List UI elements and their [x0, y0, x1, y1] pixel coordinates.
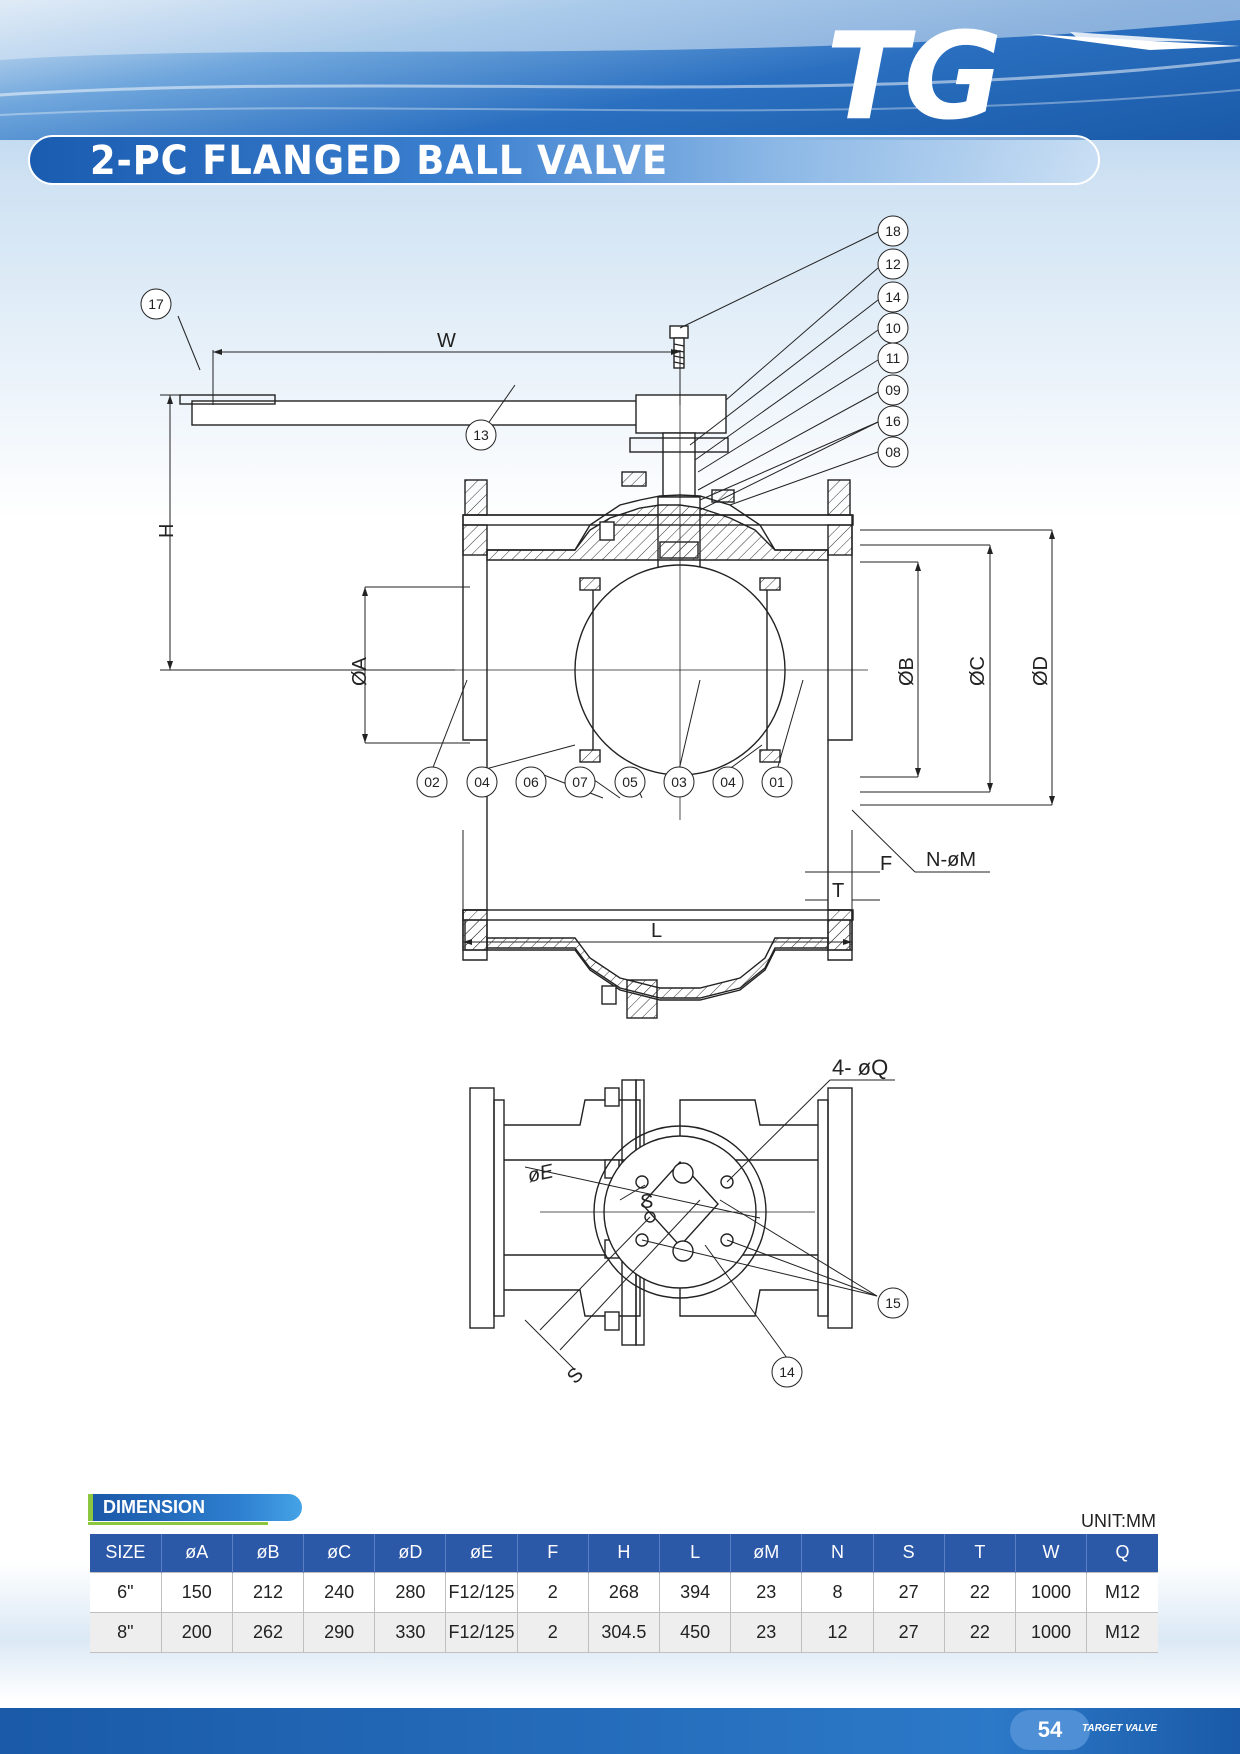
dimension-underline [88, 1522, 268, 1525]
footer-brand: TARGET VALVE [1082, 1723, 1158, 1734]
part-11: 11 [886, 350, 901, 366]
page-number-pill [1010, 1710, 1090, 1750]
part-18: 18 [885, 223, 901, 239]
dim-c: ØC [967, 656, 989, 686]
col-n: N [801, 1534, 874, 1572]
table-cell: 304.5 [588, 1612, 661, 1653]
col-q: Q [1086, 1534, 1158, 1572]
title-banner [28, 135, 1100, 185]
table-cell: 22 [944, 1571, 1016, 1613]
col-f: F [517, 1534, 589, 1572]
table-cell: F12/125 [445, 1571, 518, 1613]
table-cell: F12/125 [445, 1612, 518, 1653]
col-s: S [873, 1534, 945, 1572]
table-cell: 6" [90, 1571, 162, 1613]
table-cell: 150 [161, 1571, 233, 1613]
bottom-view [469, 1079, 853, 1346]
part-03: 03 [671, 774, 687, 790]
part-09: 09 [885, 382, 901, 398]
table-cell: 8" [90, 1612, 162, 1653]
col-d: øD [374, 1534, 447, 1572]
table-cell: 280 [374, 1571, 447, 1613]
dim-a: ØA [349, 656, 371, 686]
col-m: øM [730, 1534, 803, 1572]
part-15: 15 [885, 1295, 901, 1311]
table-cell: 22 [944, 1612, 1016, 1653]
table-row: 8" 200 262 290 330 F12/125 2 304.5 450 2… [90, 1612, 1158, 1653]
table-cell: 330 [374, 1612, 447, 1653]
part-04a: 04 [474, 774, 490, 790]
table-cell: 200 [161, 1612, 233, 1653]
part-17: 17 [148, 296, 164, 312]
table-cell: M12 [1086, 1571, 1158, 1613]
valve-drawing: W H ØA ØB ØC ØD F T L N-øM 18 [140, 215, 1055, 1388]
dim-f: F [880, 853, 892, 875]
table-cell: 27 [873, 1612, 945, 1653]
part-12: 12 [885, 256, 901, 272]
table-cell: 2 [517, 1571, 589, 1613]
part-10: 10 [885, 320, 901, 336]
dim-t: T [832, 880, 844, 902]
unit-label: UNIT:MM [1081, 1511, 1156, 1531]
table-header-row: SIZE øA øB øC øD øE F H L øM N S T W Q [90, 1534, 1158, 1572]
lever-handle [191, 400, 658, 426]
dimension-table: SIZE øA øB øC øD øE F H L øM N S T W Q 6… [90, 1534, 1158, 1653]
part-13: 13 [473, 427, 489, 443]
table-cell: 27 [873, 1571, 945, 1613]
table-cell: 268 [588, 1571, 661, 1613]
table-cell: 12 [801, 1612, 874, 1653]
dim-q: 4- øQ [832, 1055, 888, 1080]
col-t: T [944, 1534, 1016, 1572]
dimension-tag: DIMENSION [88, 1494, 302, 1521]
dim-w: W [437, 330, 456, 352]
table-row: 6" 150 212 240 280 F12/125 2 268 394 23 … [90, 1571, 1158, 1613]
table-cell: 8 [801, 1571, 874, 1613]
page-title: 2-PC FLANGED BALL VALVE [90, 138, 669, 184]
logo-text: TG [826, 10, 998, 130]
col-a: øA [161, 1534, 233, 1572]
page-number: 54 [1037, 1717, 1063, 1742]
part-06: 06 [523, 774, 539, 790]
tg-logo: TG [826, 10, 1240, 130]
dim-s-lower: S [563, 1363, 588, 1388]
dim-nm: N-øM [926, 849, 976, 871]
table-cell: 240 [303, 1571, 376, 1613]
part-01: 01 [769, 774, 785, 790]
dim-l: L [651, 920, 662, 942]
dim-e: øE [526, 1160, 556, 1187]
dim-h: H [156, 524, 178, 538]
part-16: 16 [885, 413, 901, 429]
col-h: H [588, 1534, 661, 1572]
table-cell: 212 [232, 1571, 305, 1613]
dim-s-upper: S [640, 1191, 653, 1213]
col-w: W [1015, 1534, 1088, 1572]
col-size: SIZE [90, 1534, 162, 1572]
dim-d: ØD [1030, 656, 1052, 686]
dim-b: ØB [896, 657, 918, 686]
table-cell: 394 [659, 1571, 732, 1613]
table-cell: 262 [232, 1612, 305, 1653]
part-04b: 04 [720, 774, 736, 790]
table-cell: M12 [1086, 1612, 1158, 1653]
table-cell: 1000 [1015, 1571, 1088, 1613]
part-07: 07 [572, 774, 588, 790]
part-02: 02 [424, 774, 440, 790]
table-cell: 23 [730, 1612, 803, 1653]
col-b: øB [232, 1534, 305, 1572]
table-cell: 450 [659, 1612, 732, 1653]
table-cell: 1000 [1015, 1612, 1088, 1653]
col-c: øC [303, 1534, 376, 1572]
col-e: øE [445, 1534, 518, 1572]
dimension-tag-label: DIMENSION [103, 1497, 206, 1517]
part-08: 08 [885, 444, 901, 460]
part-05: 05 [622, 774, 638, 790]
table-cell: 290 [303, 1612, 376, 1653]
header-swoosh [0, 0, 1240, 116]
part-14: 14 [885, 289, 901, 305]
col-l: L [659, 1534, 732, 1572]
part-14-bottom: 14 [779, 1364, 795, 1380]
table-cell: 23 [730, 1571, 803, 1613]
table-cell: 2 [517, 1612, 589, 1653]
